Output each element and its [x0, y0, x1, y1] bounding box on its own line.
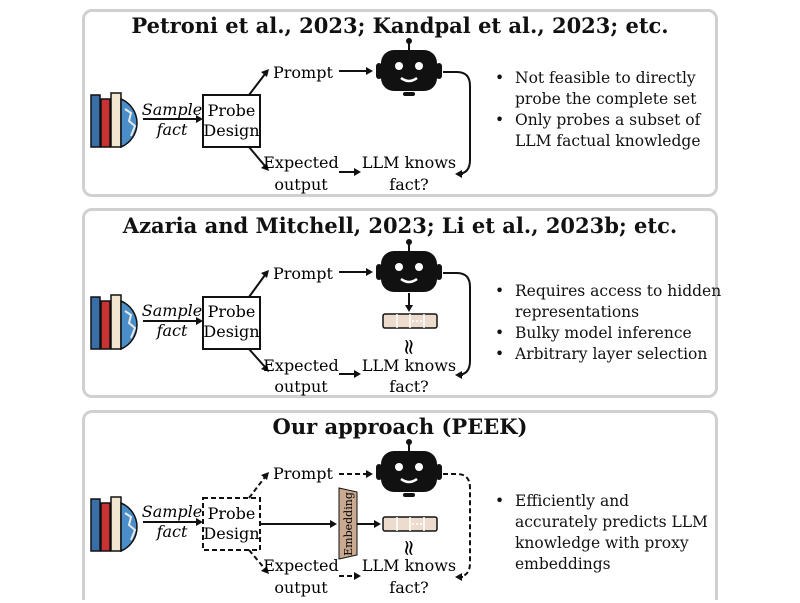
sample-fact-label: Sample	[142, 301, 203, 320]
design-label: Design	[203, 322, 259, 341]
embedding-label: Embedding	[342, 492, 355, 556]
probe-label: Probe	[208, 302, 256, 321]
probe-design-box	[202, 296, 261, 350]
books-globe-icon	[90, 294, 138, 351]
bullet-item: Efficiently and accurately predicts LLM …	[493, 491, 711, 575]
sample-fact-label: Sample	[142, 502, 203, 521]
bullet-item: Not feasible to directly probe the compl…	[493, 68, 703, 110]
panel-baseline-prompting: Petroni et al., 2023; Kandpal et al., 20…	[82, 9, 718, 197]
design-label: Design	[203, 524, 259, 543]
expected-label: Expected	[263, 153, 339, 172]
approx-symbol: ≈	[396, 338, 421, 356]
sample-fact-label-2: fact	[156, 522, 188, 541]
panel-title: Our approach (PEEK)	[272, 414, 528, 439]
pipeline-diagram: Sample fact Probe Design Prompt Expected…	[90, 38, 471, 194]
sample-fact-label-2: fact	[156, 321, 188, 340]
sample-fact-label-2: fact	[156, 120, 188, 139]
probe-design-box	[202, 94, 261, 148]
embedding-vector-icon	[382, 516, 438, 532]
probe-label: Probe	[208, 101, 256, 120]
robot-llm-icon	[376, 439, 442, 497]
limitations-list: Not feasible to directly probe the compl…	[493, 68, 703, 152]
fact-question-label: fact?	[389, 377, 428, 396]
prompt-label: Prompt	[273, 464, 333, 483]
fact-question-label: fact?	[389, 175, 428, 194]
llm-knows-label: LLM knows	[362, 153, 456, 172]
advantages-list: Efficiently and accurately predicts LLM …	[493, 491, 711, 575]
panel-title: Azaria and Mitchell, 2023; Li et al., 20…	[122, 213, 678, 238]
books-globe-icon	[90, 92, 138, 149]
design-label: Design	[203, 121, 259, 140]
bullet-item: Only probes a subset of LLM factual know…	[493, 110, 703, 152]
probe-design-box	[202, 497, 261, 551]
output-label: output	[274, 377, 328, 396]
limitations-list: Requires access to hidden representation…	[493, 281, 725, 365]
prompt-label: Prompt	[273, 264, 333, 283]
sample-fact-label: Sample	[142, 100, 203, 119]
pipeline-diagram: Sample fact Probe Design Prompt Expected…	[90, 439, 471, 597]
probe-label: Probe	[208, 504, 256, 523]
output-label: output	[274, 175, 328, 194]
llm-knows-label: LLM knows	[362, 356, 456, 375]
robot-llm-icon	[376, 38, 442, 96]
panel-hidden-representations: Azaria and Mitchell, 2023; Li et al., 20…	[82, 208, 721, 398]
panel-title: Petroni et al., 2023; Kandpal et al., 20…	[131, 13, 669, 38]
books-globe-icon	[90, 496, 138, 553]
hidden-vector-icon	[382, 313, 438, 329]
fact-question-label: fact?	[389, 578, 428, 597]
expected-label: Expected	[263, 356, 339, 375]
robot-llm-icon	[376, 239, 442, 292]
output-label: output	[274, 578, 328, 597]
llm-knows-label: LLM knows	[362, 556, 456, 575]
expected-label: Expected	[263, 556, 339, 575]
prompt-label: Prompt	[273, 63, 333, 82]
bullet-item: Arbitrary layer selection	[493, 344, 725, 365]
panel-peek-approach: Our approach (PEEK) Sample fact Probe De…	[82, 410, 718, 600]
embedding-block: Embedding	[338, 487, 358, 560]
bullet-item: Requires access to hidden representation…	[493, 281, 725, 323]
pipeline-diagram: Sample fact Probe Design Prompt Expected…	[90, 239, 471, 396]
bullet-item: Bulky model inference	[493, 323, 725, 344]
approx-symbol: ≈	[396, 539, 421, 557]
